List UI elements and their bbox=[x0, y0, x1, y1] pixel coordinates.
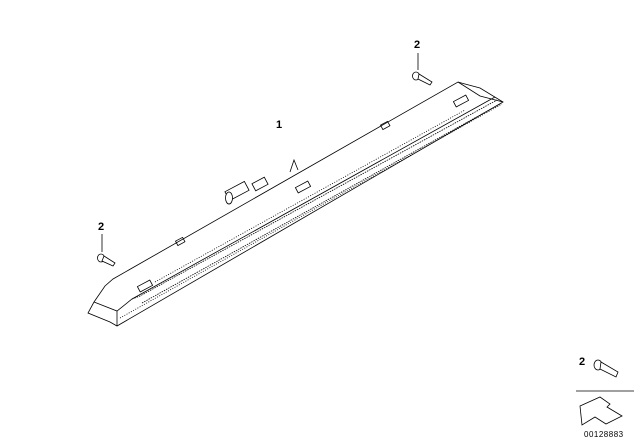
diagram-code: 00128883 bbox=[584, 430, 624, 439]
callout-legend-part-2: 2 bbox=[579, 356, 586, 368]
callout-part-1: 1 bbox=[276, 119, 283, 131]
screw-legend-icon bbox=[593, 359, 619, 378]
screw-icon-left bbox=[97, 234, 116, 267]
callout-part-2-top: 2 bbox=[414, 39, 421, 51]
light-bar-part bbox=[87, 81, 504, 327]
screw-icon-top bbox=[412, 53, 433, 86]
callout-part-2-left: 2 bbox=[98, 221, 105, 233]
arrow-symbol-icon bbox=[576, 390, 634, 426]
